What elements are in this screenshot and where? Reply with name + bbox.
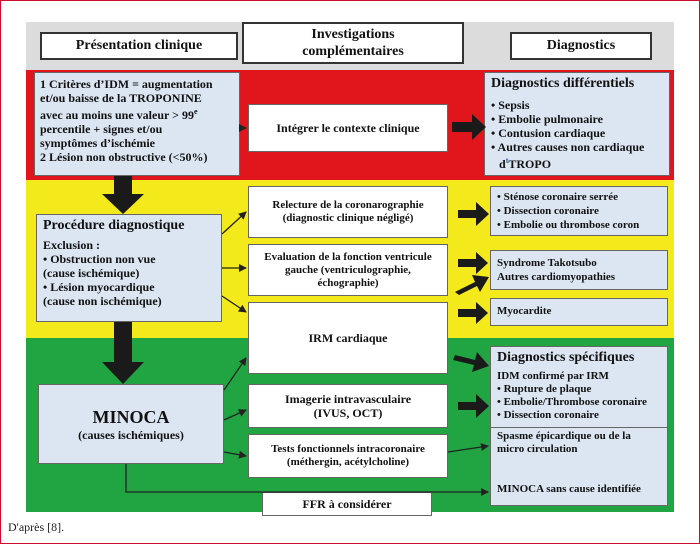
procedure-item2b: (cause non ischémique) [43, 294, 162, 308]
procedure-title: Procédure diagnostique [43, 218, 185, 233]
evaluation-line1: Evaluation de la fonction ventricule [264, 250, 432, 263]
evaluation-box: Evaluation de la fonction ventricule gau… [248, 244, 448, 296]
tests-line2: (méthergin, acétylcholine) [286, 456, 410, 468]
procedure-exclusion: Exclusion : [43, 238, 101, 252]
criteria-box: 1 Critères d’IDM = augmentation et/ou ba… [34, 72, 240, 176]
procedure-diagnostique-box: Procédure diagnostique Exclusion : • Obs… [36, 214, 222, 322]
specifiques-title: Diagnostics spécifiques [497, 350, 635, 365]
evaluation-line2: gauche (ventriculographie, [285, 263, 411, 276]
tako-line1: Syndrome Takotsubo [497, 257, 597, 269]
criteria-line3: avec au moins une valeur > 99e [40, 107, 198, 122]
criteria-line6: 2 Lésion non obstructive (<50%) [40, 150, 208, 164]
relecture-box: Relecture de la coronarographie (diagnos… [248, 186, 448, 238]
diff-item-sepsis: • Sepsis [491, 98, 530, 112]
criteria-line2: et/ou baisse de la TROPONINE [40, 91, 202, 105]
procedure-item1b: (cause ischémique) [43, 266, 140, 280]
specifiques-item2: • Embolie/Thrombose coronaire [497, 396, 647, 408]
header-col3-text: Diagnostics [546, 38, 616, 53]
spasme-line1: Spasme épicardique ou de la [497, 430, 631, 442]
tests-box: Tests fonctionnels intracoronaire (méthe… [248, 434, 448, 478]
procedure-item1a: • Obstruction non vue [43, 252, 156, 266]
specifiques-item1: • Rupture de plaque [497, 383, 592, 395]
stenose-item1: • Sténose coronaire serrée [497, 191, 619, 203]
takotsubo-box: Syndrome Takotsubo Autres cardiomyopathi… [490, 250, 668, 290]
tako-line2: Autres cardiomyopathies [497, 271, 616, 283]
procedure-item2a: • Lésion myocardique [43, 280, 155, 294]
minoca-subtitle: (causes ischémiques) [78, 428, 184, 442]
criteria-line5: symptômes d’ischémie [40, 136, 155, 150]
stenose-box: • Sténose coronaire serrée • Dissection … [490, 186, 668, 236]
integrer-text: Intégrer le contexte clinique [276, 121, 420, 135]
minoca-sans-cause: MINOCA sans cause identifiée [497, 483, 641, 495]
relecture-line2: (diagnostic clinique négligé) [282, 212, 414, 224]
irm-text: IRM cardiaque [308, 331, 388, 345]
ffr-text: FFR à considérer [302, 497, 392, 511]
minoca-title: MINOCA [92, 407, 170, 427]
myocardite-box: Myocardite [490, 298, 668, 326]
diff-title: Diagnostics différentiels [491, 76, 635, 91]
criteria-line4: percentile + signes et/ou [40, 122, 163, 136]
diff-item-contusion: • Contusion cardiaque [491, 126, 606, 140]
imagerie-line1: Imagerie intravasculaire [284, 392, 412, 406]
header-col2-line2: complémentaires [302, 44, 404, 59]
specifiques-confirm: IDM confirmé par IRM [497, 370, 609, 382]
diagnostics-specifiques-box: Diagnostics spécifiques IDM confirmé par… [490, 346, 668, 506]
caption: D'après [8]. [8, 520, 65, 534]
diff-item-autres: • Autres causes non cardiaque [491, 140, 645, 154]
ffr-box: FFR à considérer [262, 492, 432, 516]
header-investigations: Investigations complémentaires [242, 22, 464, 64]
specifiques-item3: • Dissection coronaire [497, 409, 599, 421]
diff-item-tropo: dtTROPO [499, 156, 552, 171]
header-col1-text: Présentation clinique [75, 38, 203, 53]
stenose-item2: • Dissection coronaire [497, 205, 599, 217]
minoca-box: MINOCA (causes ischémiques) [38, 384, 224, 464]
stenose-item3: • Embolie ou thrombose coron [497, 219, 640, 231]
tests-line1: Tests fonctionnels intracoronaire [271, 443, 425, 455]
irm-box: IRM cardiaque [248, 302, 448, 374]
header-presentation-clinique: Présentation clinique [40, 32, 238, 60]
relecture-line1: Relecture de la coronarographie [272, 199, 424, 211]
criteria-line1: 1 Critères d’IDM = augmentation [40, 77, 213, 91]
imagerie-box: Imagerie intravasculaire (IVUS, OCT) [248, 384, 448, 428]
spasme-section: Spasme épicardique ou de la micro circul… [491, 427, 667, 456]
diagnostics-differentiels-box: Diagnostics différentiels • Sepsis • Emb… [484, 72, 670, 176]
myocardite-text: Myocardite [497, 305, 552, 317]
imagerie-line2: (IVUS, OCT) [313, 406, 383, 420]
header-col2-line1: Investigations [311, 27, 395, 42]
header-diagnostics: Diagnostics [510, 32, 652, 60]
evaluation-line3: échographie) [317, 276, 379, 289]
spasme-line2: micro circulation [497, 443, 578, 455]
diff-item-embolie: • Embolie pulmonaire [491, 112, 603, 126]
integrer-contexte-box: Intégrer le contexte clinique [248, 104, 448, 152]
